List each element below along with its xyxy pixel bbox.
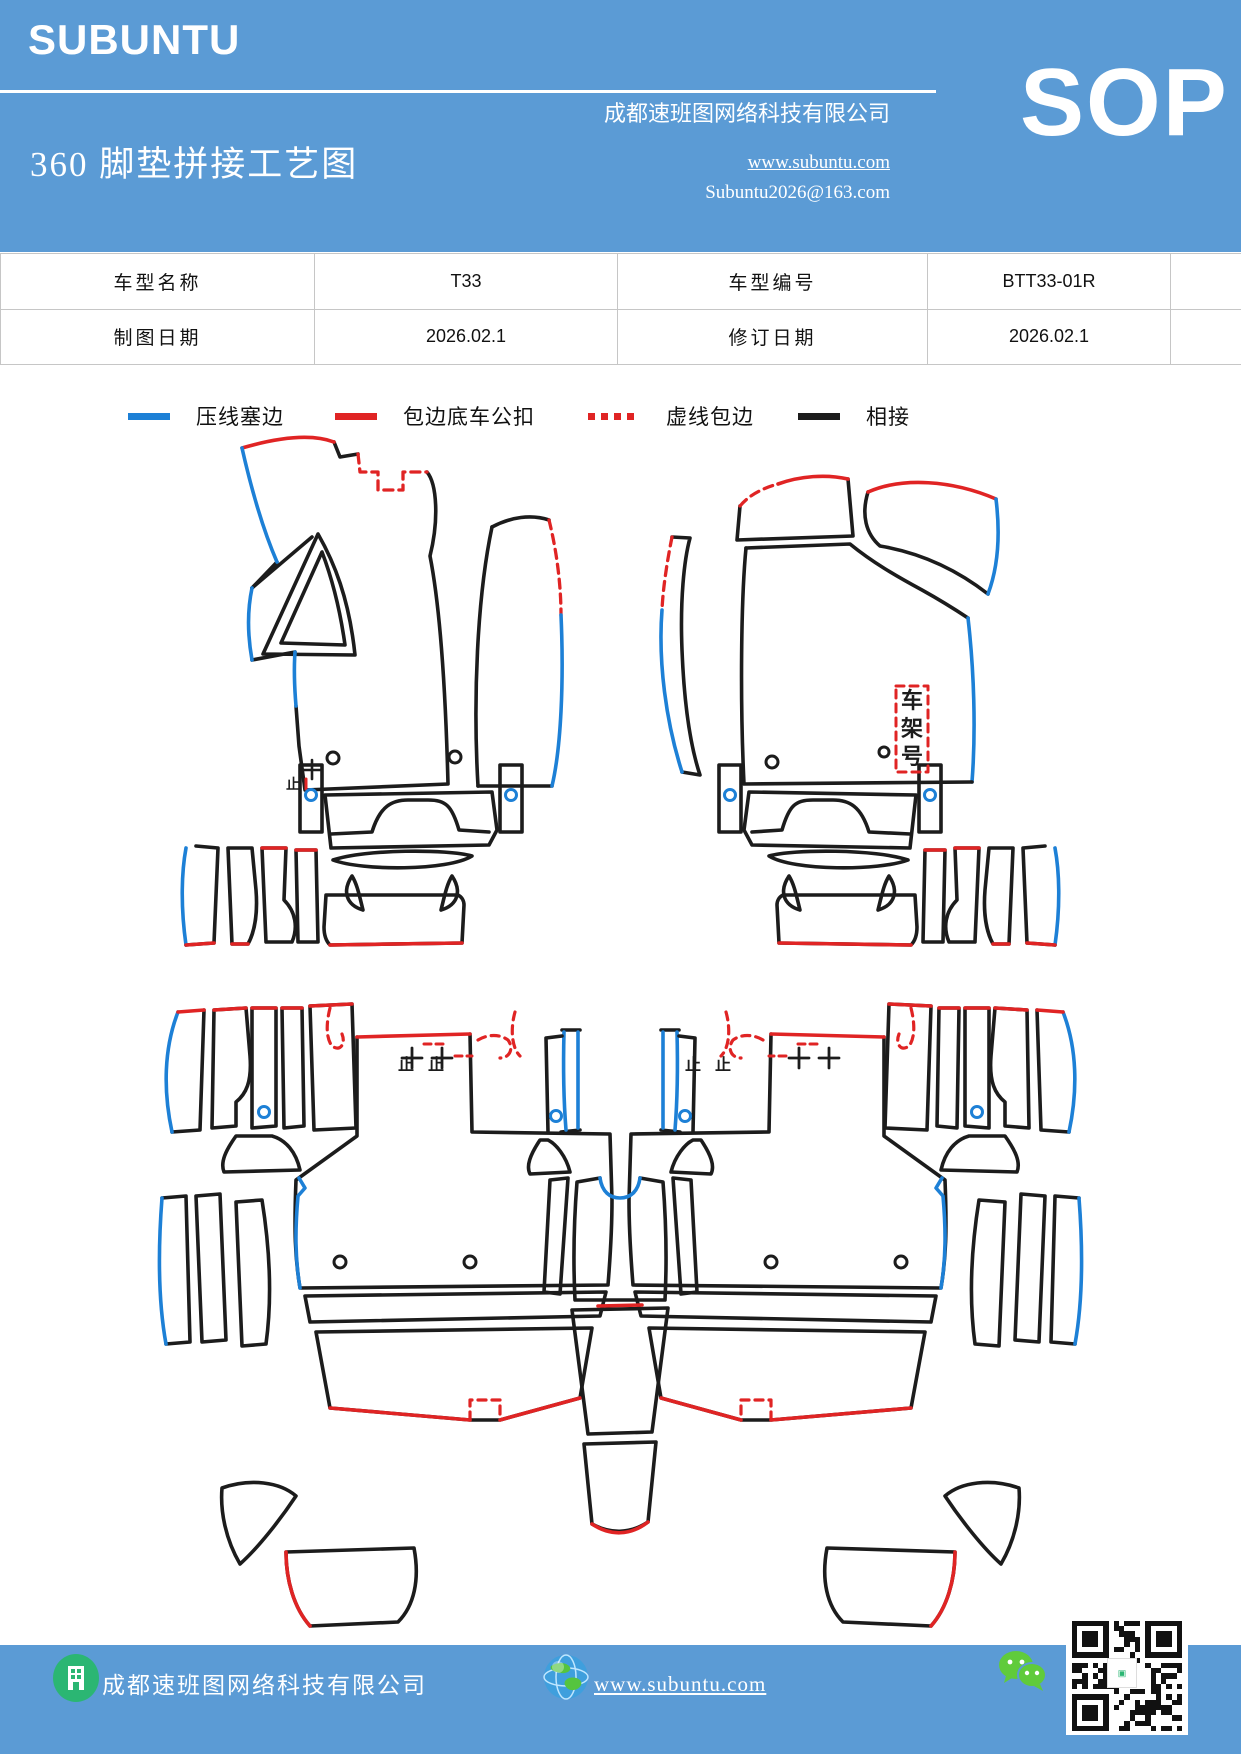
table-row: 制图日期 2026.02.1 修订日期 2026.02.1 xyxy=(0,308,1241,365)
sop-label: SOP xyxy=(1020,49,1229,156)
legend-item-edge-buckle: 包边底车公扣 xyxy=(335,398,535,434)
legend-item-dashed-edge: 虚线包边 xyxy=(588,398,754,434)
blue-line-swatch xyxy=(128,412,170,420)
vin-label-char: 车 xyxy=(901,688,923,713)
mat-pattern-drawing: 车 架 号 止 止 止 止 止 xyxy=(0,430,1241,1642)
red-dashed-swatch xyxy=(588,412,640,420)
header-company-name: 成都速班图网络科技有限公司 xyxy=(603,101,890,126)
empty-cell xyxy=(1170,253,1241,310)
wechat-icon xyxy=(999,1651,1047,1691)
vin-label-char: 架 xyxy=(901,716,923,741)
stop-mark: 止 xyxy=(398,1055,414,1074)
header-divider xyxy=(0,90,936,93)
legend-item-press-line: 压线塞边 xyxy=(128,398,284,434)
legend-item-joint: 相接 xyxy=(798,398,910,434)
front-right-mat xyxy=(659,474,1000,786)
stop-mark: 止 xyxy=(428,1055,444,1074)
brand-logo: SUBUNTU xyxy=(28,16,241,63)
header-website-link[interactable]: www.subuntu.com xyxy=(747,152,890,173)
center-tunnel-pieces xyxy=(510,1010,731,1535)
vin-label-char: 号 xyxy=(901,744,923,769)
revise-date-label: 修订日期 xyxy=(617,308,928,365)
rear-left-mat-group xyxy=(157,1002,614,1628)
model-name-label: 车型名称 xyxy=(0,253,315,310)
stop-mark: 止 xyxy=(715,1055,731,1074)
draw-date-value: 2026.02.1 xyxy=(314,308,618,365)
qr-code: ▣ xyxy=(1066,1617,1188,1735)
qr-center-logo: ▣ xyxy=(1107,1658,1137,1688)
building-icon xyxy=(53,1654,99,1702)
stop-mark: 止 xyxy=(286,776,300,793)
legend-bar: 压线塞边 包边底车公扣 虚线包边 相接 xyxy=(0,398,1241,434)
draw-date-label: 制图日期 xyxy=(0,308,315,365)
model-name-value: T33 xyxy=(314,253,618,310)
revise-date-value: 2026.02.1 xyxy=(927,308,1171,365)
red-line-swatch xyxy=(335,412,377,420)
front-mat-accessories xyxy=(180,763,524,947)
model-code-label: 车型编号 xyxy=(617,253,928,310)
black-line-swatch xyxy=(798,412,840,420)
empty-cell xyxy=(1170,308,1241,365)
front-left-mat xyxy=(240,435,564,792)
model-info-table: 车型名称 T33 车型编号 BTT33-01R 制图日期 2026.02.1 修… xyxy=(0,253,1241,365)
footer-company-name: 成都速班图网络科技有限公司 xyxy=(102,1673,427,1698)
footer-website-link[interactable]: www.subuntu.com xyxy=(594,1672,767,1696)
page-header: SUBUNTU 360 脚垫拼接工艺图 成都速班图网络科技有限公司 www.su… xyxy=(0,0,1241,252)
table-row: 车型名称 T33 车型编号 BTT33-01R xyxy=(0,253,1241,310)
pattern-svg: 车 架 号 止 止 止 止 止 xyxy=(157,435,1084,1628)
model-code-value: BTT33-01R xyxy=(927,253,1171,310)
page-title: 360 脚垫拼接工艺图 xyxy=(30,145,359,184)
stop-mark: 止 xyxy=(685,1055,701,1074)
globe-icon xyxy=(543,1654,589,1700)
header-email: Subuntu2026@163.com xyxy=(705,182,890,203)
